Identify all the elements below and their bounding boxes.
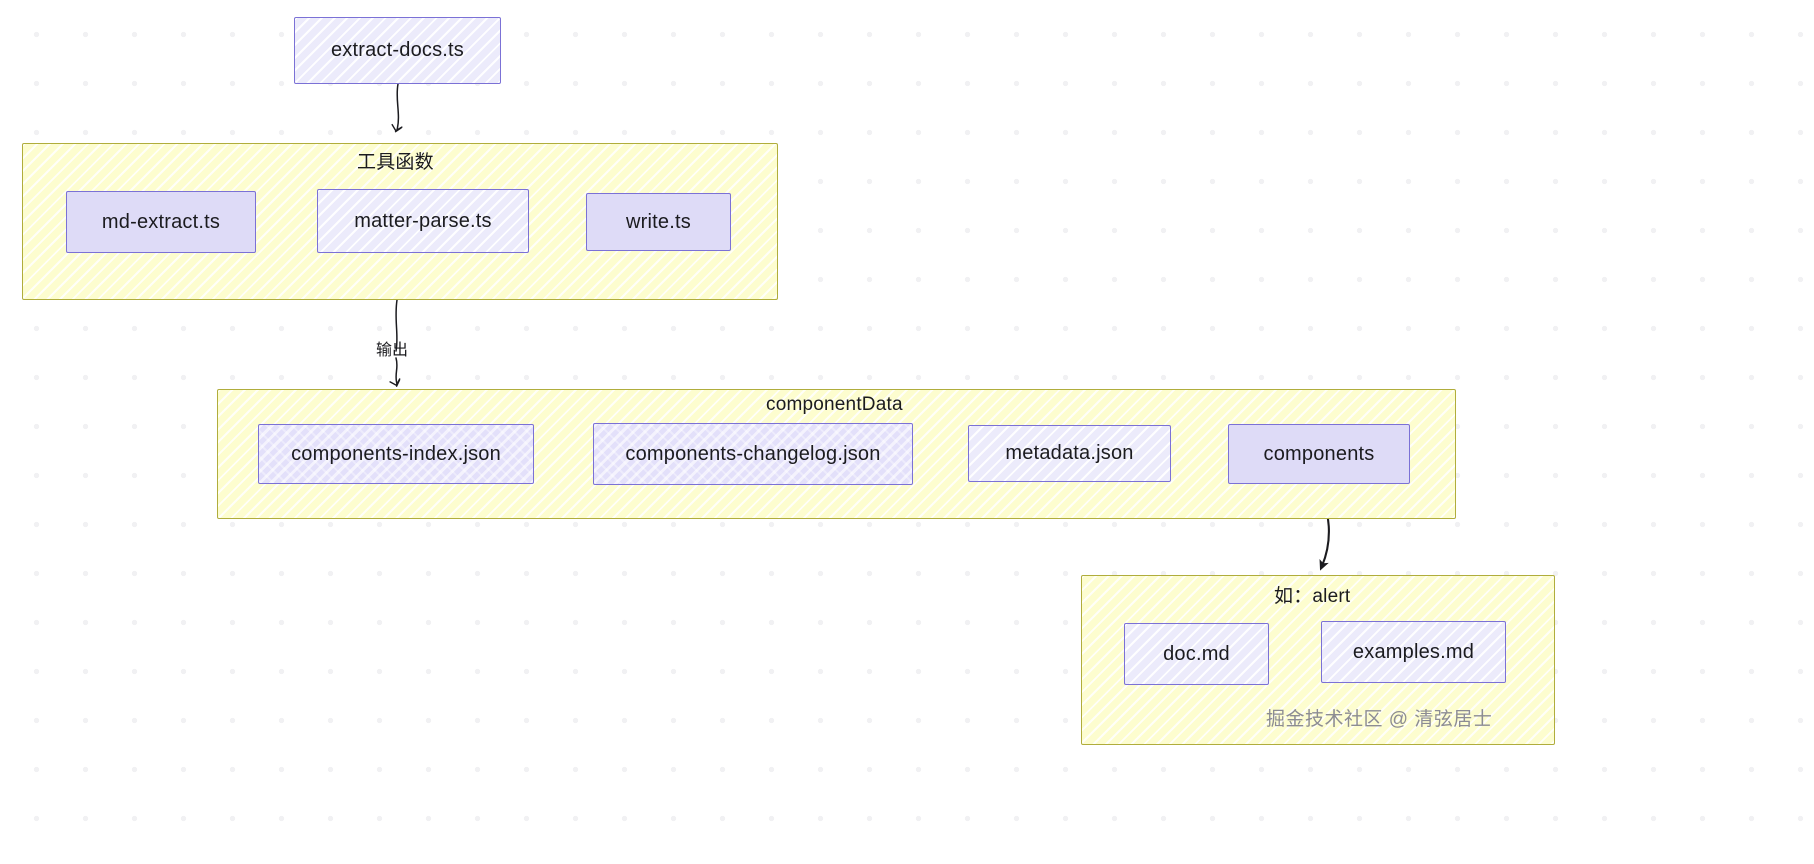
node-components-index-json[interactable]: components-index.json <box>258 424 534 484</box>
group-componentdata-title: componentData <box>766 394 903 415</box>
node-components-label: components <box>1263 442 1375 465</box>
node-metadata-json-label: metadata.json <box>1005 442 1134 464</box>
group-alert-title: 如：alert <box>1274 586 1351 607</box>
node-examples-md[interactable]: examples.md <box>1321 621 1506 683</box>
node-extract-docs[interactable]: extract-docs.ts <box>294 17 501 84</box>
node-md-extract-label: md-extract.ts <box>101 210 221 233</box>
node-components-changelog-json-label: components-changelog.json <box>625 442 881 465</box>
edge-label-output: 输出 <box>376 342 409 359</box>
node-metadata-json[interactable]: metadata.json <box>968 425 1171 482</box>
node-matter-parse[interactable]: matter-parse.ts <box>317 189 529 253</box>
node-md-extract[interactable]: md-extract.ts <box>66 191 256 253</box>
node-examples-md-label: examples.md <box>1352 640 1475 663</box>
node-matter-parse-label: matter-parse.ts <box>354 209 492 232</box>
node-extract-docs-label: extract-docs.ts <box>330 39 465 61</box>
node-doc-md-label: doc.md <box>1163 642 1230 665</box>
node-components[interactable]: components <box>1228 424 1410 484</box>
watermark: 掘金技术社区 @ 清弦居士 <box>1266 709 1493 730</box>
edge-extract-docs-to-tools <box>391 83 403 133</box>
node-components-changelog-json[interactable]: components-changelog.json <box>593 423 913 485</box>
node-components-index-json-label: components-index.json <box>291 442 501 465</box>
node-write[interactable]: write.ts <box>586 193 731 251</box>
node-doc-md[interactable]: doc.md <box>1124 623 1269 685</box>
group-tools-title: 工具函数 <box>357 152 434 173</box>
node-write-label: write.ts <box>626 210 691 233</box>
